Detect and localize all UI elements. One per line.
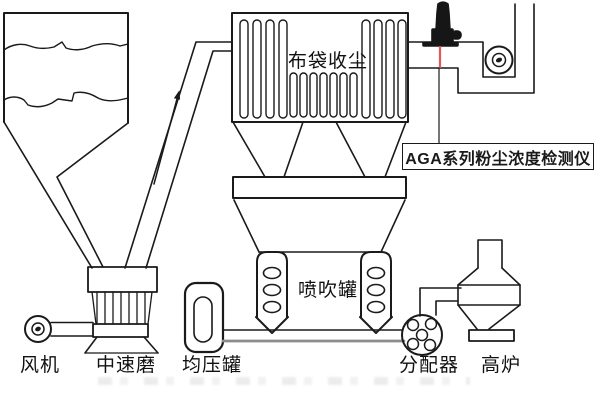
filter-hoppers — [232, 121, 407, 178]
furnace-base — [468, 329, 515, 342]
distributor — [401, 287, 462, 356]
distributor-label: 分配器 — [399, 355, 460, 376]
collecting-hopper — [233, 199, 406, 253]
blast-furnace — [457, 239, 521, 342]
furnace-label: 高炉 — [481, 355, 522, 376]
mill-label: 中速磨 — [96, 355, 157, 376]
filter-bags-right — [361, 19, 407, 119]
tank-ports-left — [262, 266, 282, 314]
filter-bags-middle — [289, 72, 358, 118]
equalizing-tank — [183, 281, 225, 354]
equalizing-tank-label: 均压罐 — [182, 355, 243, 376]
material-level-line — [3, 41, 129, 51]
blowing-tank-label: 喷吹罐 — [298, 280, 359, 301]
blowing-tanks — [255, 251, 393, 334]
detector-body-icon — [435, 1, 451, 31]
coal-silo — [3, 12, 129, 269]
fan-label: 风机 — [20, 355, 61, 376]
conveying-pipe — [221, 329, 406, 343]
material-level-line — [3, 91, 129, 108]
exhaust-fan-icon — [484, 45, 514, 75]
medium-speed-mill — [84, 266, 159, 354]
mill-grate — [91, 291, 153, 325]
outlet-duct — [407, 3, 535, 94]
dust-detector — [422, 1, 462, 144]
detector-callout-box: AGA系列粉尘浓度检测仪 — [402, 143, 594, 170]
bag-filter-label: 布袋收尘 — [288, 51, 369, 72]
bag-filter — [231, 12, 409, 253]
detector-nozzle-icon — [451, 30, 462, 40]
distributor-outlets-icon — [406, 317, 438, 352]
mill-skirt — [84, 336, 98, 354]
distributor-outlet-pipe — [419, 287, 462, 317]
arrow-head-icon — [173, 90, 181, 100]
faint-watermark — [98, 377, 470, 385]
bucket-elevator — [124, 41, 233, 269]
collecting-trough — [232, 176, 407, 199]
tank-ports-right — [366, 266, 386, 314]
filter-bags-left — [239, 19, 288, 119]
mill-fan-icon — [24, 315, 94, 343]
detector-flange-icon — [422, 41, 459, 47]
flow-arrow — [153, 98, 178, 185]
